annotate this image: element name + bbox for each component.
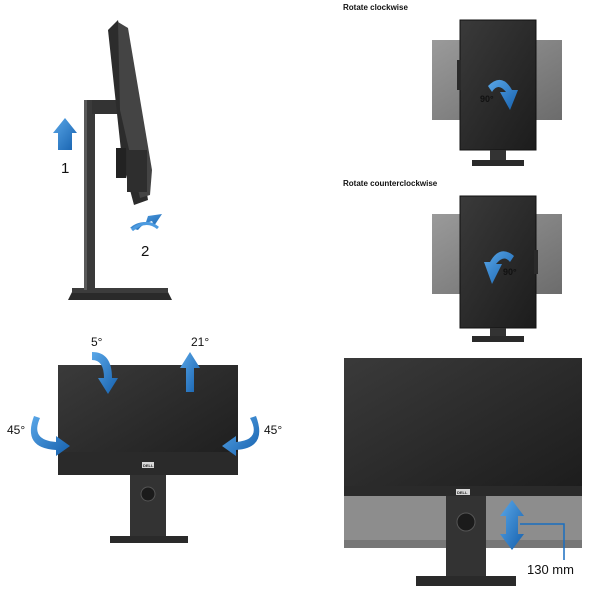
rotate-cw-arrow-icon (488, 79, 518, 110)
rotate-clockwise-caption: Rotate clockwise (343, 3, 408, 12)
stand-column (84, 100, 95, 290)
svg-text:DELL: DELL (143, 463, 154, 468)
lift-up-arrow-icon (53, 118, 77, 150)
tilt-swivel-panel: DELL 5° 21° 45° 45° (7, 335, 282, 543)
rotate-counterclockwise-caption: Rotate counterclockwise (343, 179, 438, 188)
rotate-clockwise-panel: Rotate clockwise 90° (343, 3, 562, 166)
rotate-counterclockwise-panel: Rotate counterclockwise 90° (343, 179, 562, 342)
tilt-forward-angle: 5° (91, 335, 103, 349)
step-1-label: 1 (61, 160, 69, 177)
portrait-monitor (459, 195, 537, 329)
tilt-forward-arrow-icon (92, 352, 118, 394)
height-range-label: 130 mm (527, 562, 574, 577)
dell-logo (142, 462, 154, 468)
dell-logo (456, 489, 470, 495)
monitor-front-raised (344, 358, 582, 494)
swivel-left-angle: 45° (7, 423, 25, 437)
monitor-base (68, 292, 172, 300)
side-view-panel: 1 2 (53, 20, 172, 300)
tilt-back-arrow-icon (180, 352, 200, 392)
tilt-back-angle: 21° (191, 335, 209, 349)
swivel-right-arrow-icon (222, 416, 260, 456)
svg-text:DELL: DELL (457, 490, 468, 495)
step-2-label: 2 (141, 243, 149, 260)
rotate-ccw-arrow-icon (484, 251, 514, 284)
swivel-right-angle: 45° (264, 423, 282, 437)
height-arrow-icon (500, 500, 524, 550)
swivel-left-arrow-icon (30, 416, 70, 456)
rotate-ccw-angle: 90° (503, 267, 517, 277)
rotate-cw-angle: 90° (480, 94, 494, 104)
height-adjust-panel: DELL 130 mm (344, 358, 582, 586)
height-leader-line (520, 523, 565, 560)
